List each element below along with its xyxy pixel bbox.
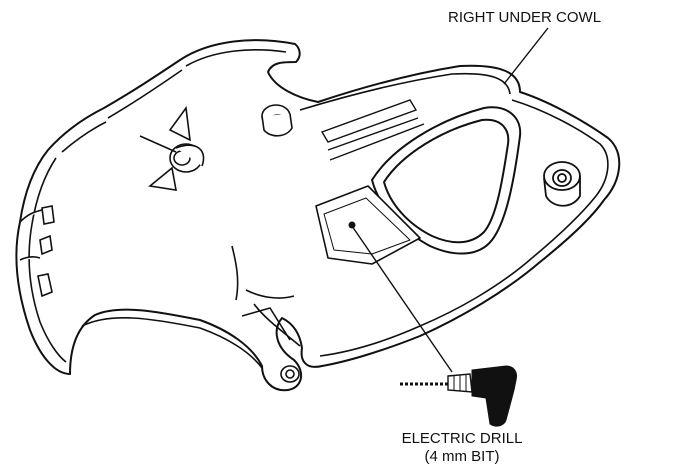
left-clips xyxy=(19,205,55,298)
boss-right xyxy=(543,161,581,207)
drill-point xyxy=(348,221,356,229)
drill-label-line2: (4 mm BIT) xyxy=(424,448,500,465)
cowl-leader-line xyxy=(503,27,549,85)
drill-leader-line xyxy=(351,225,453,373)
drill-label-line1: ELECTRIC DRILL xyxy=(401,430,523,447)
right-under-cowl-label: RIGHT UNDER COWL xyxy=(448,9,602,26)
drill-recess xyxy=(315,185,421,265)
fastener-clip xyxy=(139,105,205,191)
triangular-opening xyxy=(371,106,522,255)
lower-flange xyxy=(231,245,301,383)
electric-drill-icon xyxy=(400,365,517,427)
electric-drill-label: ELECTRIC DRILL (4 mm BIT) xyxy=(380,430,544,466)
embossed-strip xyxy=(320,99,425,161)
boss-top xyxy=(261,104,293,137)
